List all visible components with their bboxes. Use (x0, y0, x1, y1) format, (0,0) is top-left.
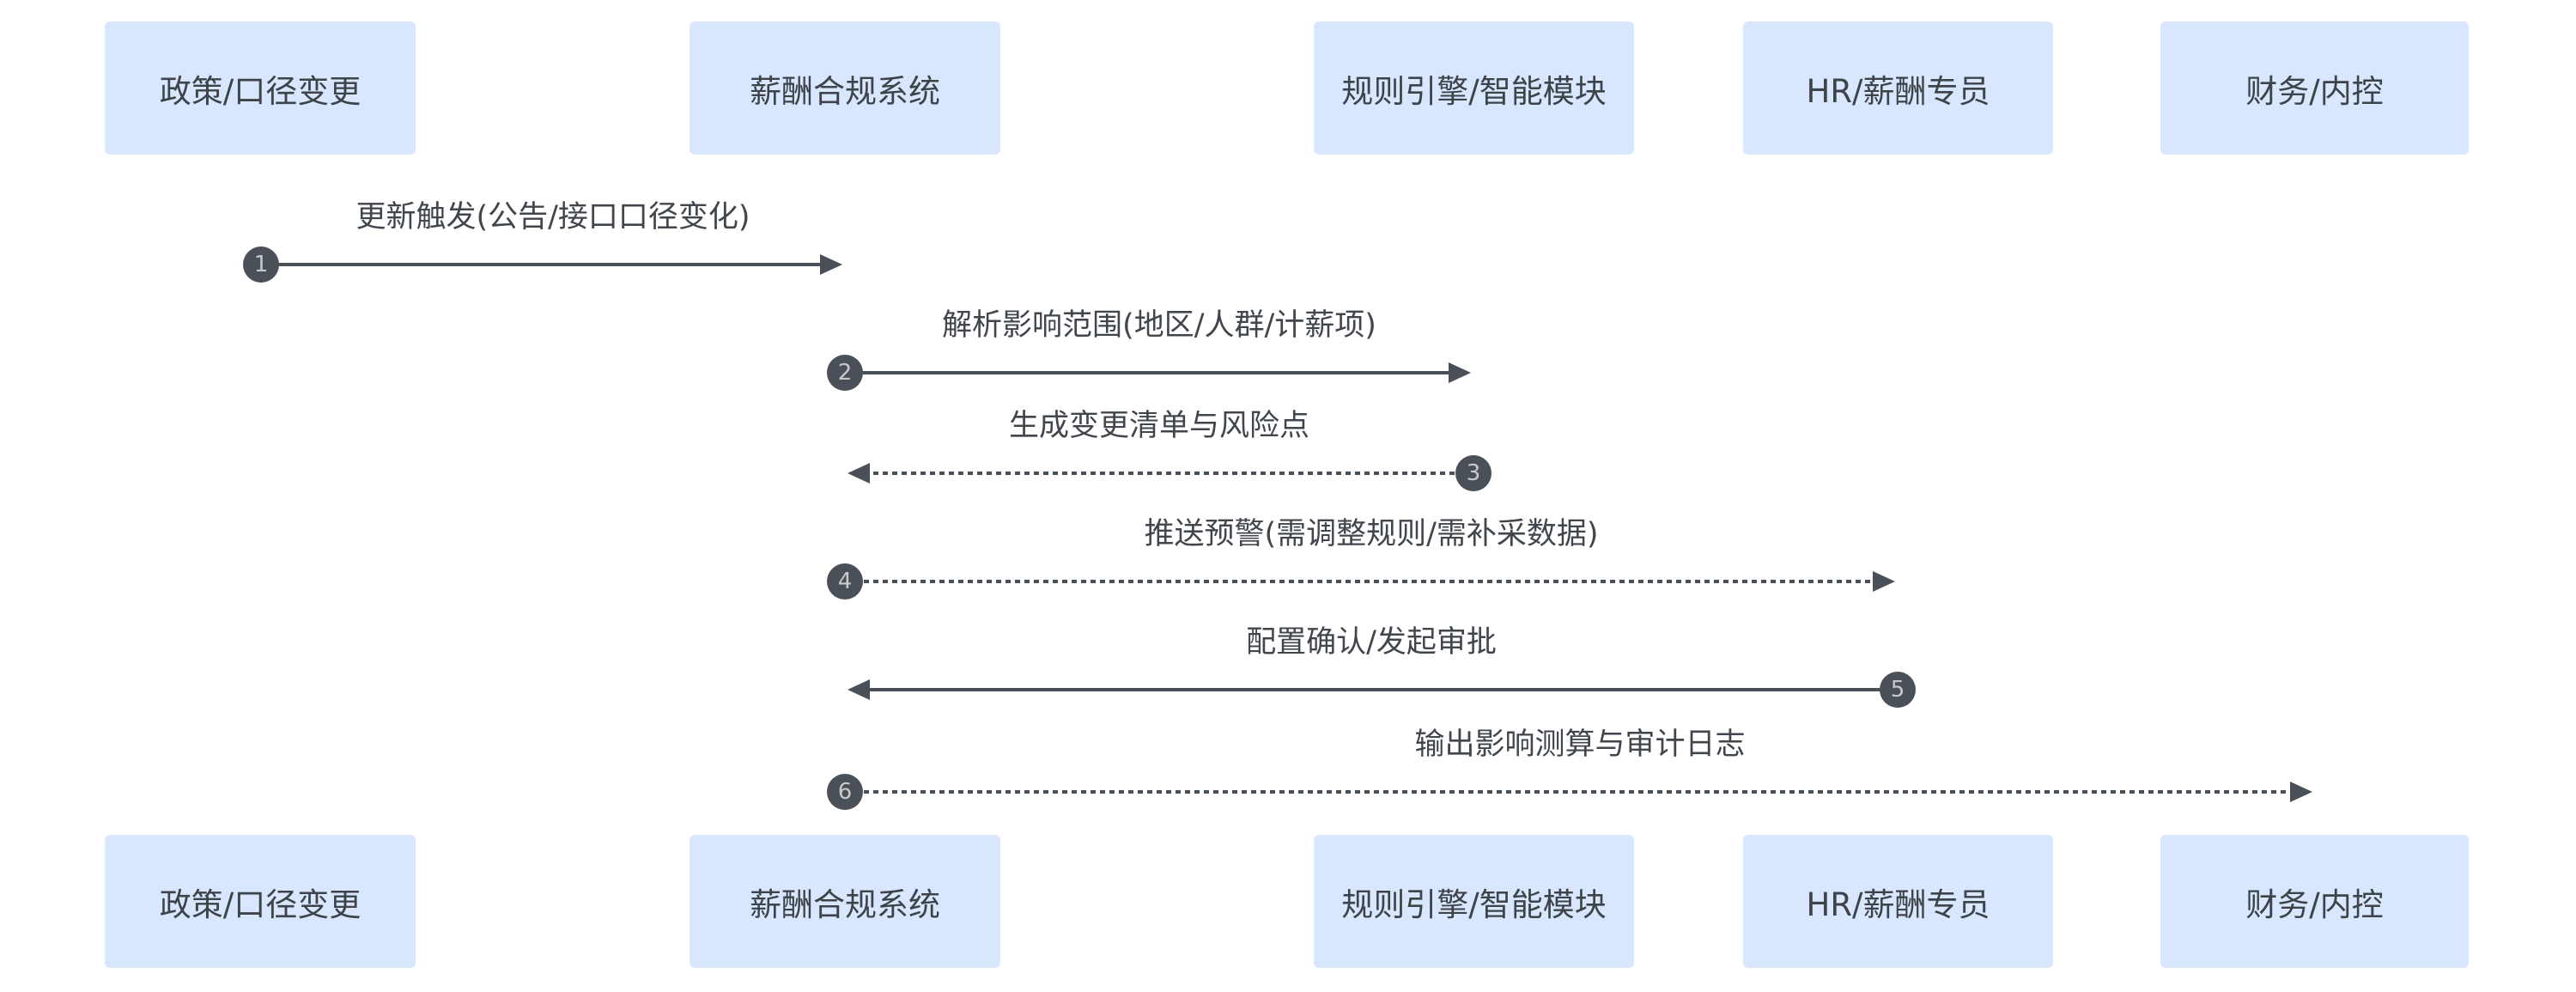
step-number-badge: 6 (827, 774, 863, 810)
arrowhead-icon (848, 463, 870, 484)
actor-bottom-4: 财务/内控 (2160, 835, 2469, 968)
step-number-badge: 1 (243, 246, 279, 283)
actor-bottom-2: 规则引擎/智能模块 (1314, 835, 1634, 968)
message-label: 生成变更清单与风险点 (1008, 409, 1310, 443)
actor-top-2: 规则引擎/智能模块 (1314, 21, 1634, 155)
actor-bottom-0: 政策/口径变更 (105, 835, 416, 968)
message-label: 更新触发(公告/接口口径变化) (355, 200, 750, 234)
actor-top-3: HR/薪酬专员 (1743, 21, 2053, 155)
actor-top-1: 薪酬合规系统 (690, 21, 1000, 155)
arrowhead-icon (848, 679, 870, 700)
step-number-badge: 3 (1455, 455, 1492, 491)
step-number-badge: 4 (827, 563, 863, 599)
step-number-badge: 5 (1880, 672, 1916, 708)
actor-top-0: 政策/口径变更 (105, 21, 416, 155)
arrowhead-icon (2290, 782, 2312, 802)
message-label: 输出影响测算与审计日志 (1414, 727, 1746, 762)
message-label: 配置确认/发起审批 (1246, 625, 1497, 660)
arrowhead-icon (1449, 362, 1471, 383)
arrowhead-icon (1873, 571, 1895, 592)
message-label: 解析影响范围(地区/人群/计薪项) (942, 308, 1376, 343)
actor-bottom-1: 薪酬合规系统 (690, 835, 1000, 968)
actor-bottom-3: HR/薪酬专员 (1743, 835, 2053, 968)
actor-top-4: 财务/内控 (2160, 21, 2469, 155)
arrowhead-icon (820, 254, 842, 275)
message-label: 推送预警(需调整规则/需补采数据) (1144, 517, 1599, 551)
step-number-badge: 2 (827, 355, 863, 391)
